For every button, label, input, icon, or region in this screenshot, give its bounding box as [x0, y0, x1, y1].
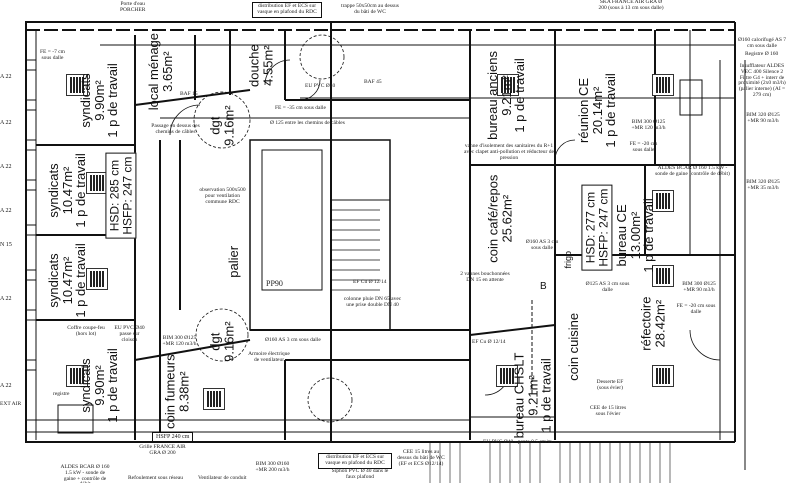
window-tag: A 22 [0, 120, 12, 126]
note-bim1: BIM 300 Ø125 +MR 120 m3/h [631, 119, 666, 131]
note-eu-pvc: EU PVC Ø40 [305, 83, 336, 89]
note-d160-3b: Ø160 AS 3 cm sous dalle [265, 337, 321, 343]
note-ext-air: EXT AIR [0, 401, 22, 407]
note-cfe: CEE 15 litres au dessus du bâti de WC (E… [397, 449, 445, 467]
note-vannes-bouche: 2 vannes bouchonnées DN 15 en attente [460, 271, 510, 283]
note-aldes-bottom: ALDES BCAR Ø 160 1.5 kW - sonde de gaine… [60, 464, 110, 483]
note-refoulement: Refoulement sous réseau [128, 475, 183, 481]
note-coffre: Coffre coupe-feu (hors lot) [67, 325, 105, 337]
note-siphon: Siphon PVC Ø 40 dans le faux plafond [331, 468, 389, 480]
note-aldes-bcar: ALDES BCAR Ø 160 1.5 kW - sonde de gaine… [655, 165, 730, 177]
note-bim-bottom: BIM 300 Ø160 +MR 200 m3/h [255, 461, 290, 473]
note-observation: observation 500x500 pour ventilation com… [199, 187, 246, 205]
vent-grille [652, 74, 674, 96]
vent-grille [652, 365, 674, 387]
window-tag: A 22 [0, 208, 12, 214]
fumeurs-height: HSFP 240 cm [152, 432, 194, 443]
note-d125-3: Ø125 AS 3 cm sous dalle [585, 281, 630, 293]
note-pp90: PP90 [266, 279, 283, 288]
window-tag: A 22 [0, 383, 12, 389]
note-cee: CEE de 15 litres sous l'évier [589, 405, 627, 417]
note-ef-cu: EF Cu Ø 12/14 [353, 279, 387, 285]
note-bim-fumeurs: BIM 300 Ø125 +MR 120 m3/h [162, 335, 197, 347]
window-tag: A 22 [0, 164, 12, 170]
note-distribution: distribution EF et ECS sur vasque en pla… [252, 2, 322, 18]
note-bim3: BIM 320 Ø125 +MR 35 m3/h [746, 179, 780, 191]
window-tag: N 15 [0, 242, 12, 248]
vent-grille [496, 365, 518, 387]
vent-grille [652, 190, 674, 212]
note-eu-pvc-passe: EU PVC Ø40 passe sur cloison [114, 325, 145, 343]
note-ef-cu-2: EF Cu Ø 12/14 [472, 339, 506, 345]
note-colonne: colonne pluie DN 65 avec une prise doubl… [343, 296, 402, 308]
section-marker-b: B [540, 281, 547, 292]
note-baf15: BAF 15 [180, 91, 198, 97]
room-palier: palier [226, 245, 242, 278]
vent-grille [203, 388, 225, 410]
note-d160: Ø160 calorifugé AS 7 cm sous dalle [737, 37, 787, 49]
note-insufflateur: Insufflateur ALDES VEC 400 Silence 2 Fil… [738, 63, 786, 98]
note-registre-2: registre [53, 391, 70, 397]
note-distribution-2: distribution EF et ECS sur vasque en pla… [318, 453, 392, 469]
note-desserte: Desserte EF (sous évier) [596, 379, 624, 391]
window-tag: A 22 [0, 74, 12, 80]
note-trappe: trappe 50x50cm au dessus du bâti de WC [341, 3, 399, 15]
note-armoire: Armoire électrique de ventilateur [248, 351, 290, 363]
vent-grille [66, 365, 88, 387]
note-registre: Registre Ø 160 [745, 51, 779, 57]
note-baf45: BAF 45 [364, 79, 382, 85]
note-ska: SKA FRANCE AIR GRA Ø 200 (sous à 13 cm s… [598, 0, 664, 11]
vent-grille [66, 74, 88, 96]
vent-grille [497, 74, 519, 96]
room-frigo: frigo [563, 250, 574, 269]
note-passage: Passage en dessus des chemins de câbles [151, 123, 200, 135]
vent-grille [86, 268, 108, 290]
note-bim4: BIM 300 Ø125 +MR 90 m3/h [682, 281, 716, 293]
note-grille-fa: Grille FRANCE AIR GRA Ø 200 [139, 444, 186, 456]
note-d160-3: Ø160 AS 3 cm sous dalle [525, 239, 559, 251]
note-fe-20b: FE = -20 cm sous dalle [676, 303, 716, 315]
note-vanne: vanne d'isolement des sanitaires du R+1 … [464, 143, 554, 161]
note-ventilateur: Ventilateur de conduit [198, 475, 247, 481]
note-d125: Ø 125 entre les chemins de câbles [270, 120, 345, 126]
note-fe-20: FE = -20 cm sous dalle [629, 141, 658, 153]
vent-grille [652, 265, 674, 287]
window-tag: A 22 [0, 296, 12, 302]
room-coin-cuisine: coin cuisine [566, 312, 582, 381]
note-bim2: BIM 320 Ø125 +MR 90 m3/h [746, 112, 780, 124]
note-fe-35: FE = -35 cm sous dalle [275, 105, 326, 111]
note-eu-pente: EU PVC Ø40 - pente 0.5 cm/m [483, 439, 552, 445]
